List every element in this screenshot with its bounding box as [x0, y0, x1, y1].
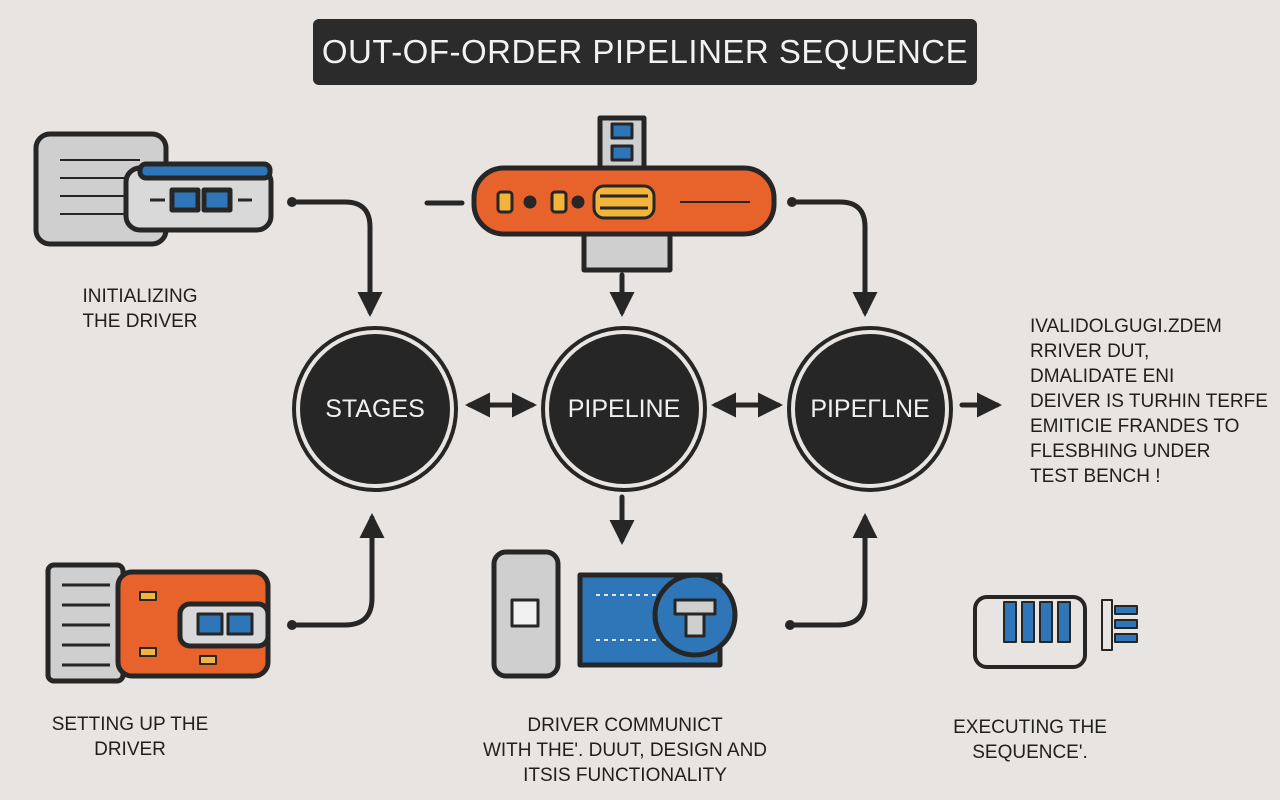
label-setting-up-line1: SETTING UP THE	[51, 714, 209, 735]
connector-setup-to-stages	[289, 513, 385, 628]
pipeline-bus-icon	[471, 115, 777, 273]
validation-note-line: IVALIDOLGUGI.ZDEM	[1030, 316, 1222, 337]
diagram-title-bar: OUT-OF-ORDER PIPELINER SEQUENCE	[313, 19, 977, 85]
sequence-stack-icon	[973, 595, 1138, 669]
pipeline-node-center: PIPELINE	[545, 330, 703, 488]
pipeline-node-right-label: PIPEΓLNE	[810, 394, 930, 423]
validation-note-line: DEIVER IS TURHIN TERFE	[1030, 391, 1268, 412]
label-initializing-line2: THE DRIVER	[82, 311, 198, 332]
connector-bus-to-right	[789, 199, 878, 317]
label-initializing: INITIALIZING THE DRIVER	[60, 284, 220, 334]
label-executing: EXECUTING THE SEQUENCE'.	[950, 715, 1110, 765]
label-executing-line1: EXECUTING THE	[953, 717, 1107, 738]
label-initializing-line1: INITIALIZING	[82, 286, 198, 307]
validation-note-line: DMALIDATE ENI	[1030, 366, 1175, 387]
pipeline-node-right: PIPEΓLNE	[791, 330, 949, 488]
label-driver-communicate-line3: ITSIS FUNCTIONALITY	[523, 765, 727, 786]
label-setting-up: SETTING UP THE DRIVER	[40, 712, 220, 762]
validation-note-line: TEST BENCH !	[1030, 466, 1161, 487]
pipeline-node-center-label: PIPELINE	[567, 394, 681, 423]
dut-module-icon	[491, 549, 738, 679]
connector-dut-to-right	[787, 513, 878, 628]
driver-board-icon	[45, 562, 271, 684]
label-executing-line2: SEQUENCE'.	[972, 742, 1088, 763]
label-setting-up-line2: DRIVER	[94, 739, 166, 760]
validation-note-line: RRIVER DUT,	[1030, 341, 1150, 362]
stages-node: STAGES	[296, 330, 454, 488]
stages-node-label: STAGES	[325, 394, 425, 423]
driver-device-icon	[33, 131, 274, 247]
label-driver-communicate: DRIVER COMMUNICT WITH THE'. DUUT, DESIGN…	[470, 713, 780, 788]
validation-note-line: FLESBHING UNDER	[1030, 441, 1211, 462]
label-driver-communicate-line2: WITH THE'. DUUT, DESIGN AND	[482, 740, 768, 761]
connector-init-to-stages	[289, 199, 383, 317]
diagram-title: OUT-OF-ORDER PIPELINER SEQUENCE	[321, 33, 969, 70]
validation-note-line: EMITICIE FRANDES TO	[1030, 416, 1240, 437]
label-driver-communicate-line1: DRIVER COMMUNICT	[527, 715, 723, 736]
validation-note: IVALIDOLGUGI.ZDEM RRIVER DUT, DMALIDATE …	[1030, 314, 1268, 489]
